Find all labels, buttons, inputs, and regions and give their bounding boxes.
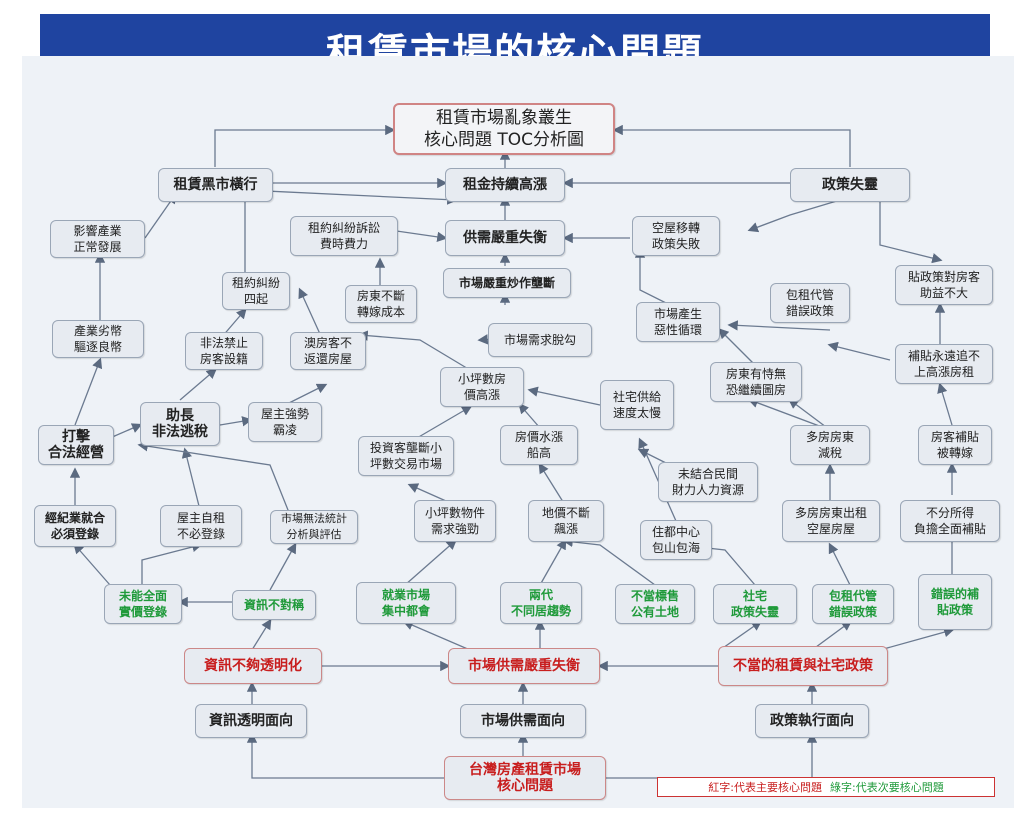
edge	[269, 542, 297, 591]
node-landlord-fear: 房東有恃無 恐繼續圖房	[710, 362, 802, 402]
node-policy-aspect: 政策執行面向	[755, 704, 869, 738]
edge	[539, 538, 567, 586]
edge	[179, 368, 217, 401]
node-investor: 投資客壟斷小 坪數交易市場	[358, 436, 454, 476]
node-land-rise: 地價不斷 飆漲	[528, 500, 604, 542]
edge	[527, 386, 601, 406]
node-grow: 助長 非法逃稅	[140, 402, 220, 446]
edge	[718, 328, 756, 366]
node-market-aspect: 市場供需面向	[460, 704, 586, 738]
node-supply-demand: 供需嚴重失衡	[445, 220, 565, 256]
edge	[109, 423, 143, 439]
node-dispute-rise: 租約糾紛 四起	[222, 272, 290, 310]
node-charter-err2: 包租代管 錯誤政策	[812, 584, 894, 624]
edge	[404, 539, 457, 586]
legend: 紅字:代表主要核心問題 綠字:代表次要核心問題	[657, 777, 995, 797]
node-tenant-bad: 澳房客不 返還房屋	[290, 332, 366, 370]
edge	[879, 627, 955, 651]
edge	[141, 541, 203, 585]
edge	[827, 341, 891, 361]
node-info-aspect: 資訊透明面向	[195, 704, 307, 738]
edge	[181, 447, 201, 511]
node-multi-rent: 多房房東出租 空屋房屋	[782, 500, 880, 542]
edge	[811, 620, 853, 651]
node-rent-rising: 租金持續高漲	[445, 168, 565, 202]
node-subsidy-landlord: 貼政策對房客 助益不大	[895, 265, 993, 305]
edge	[246, 732, 445, 779]
node-vacant-transfer: 空屋移轉 政策失敗	[632, 216, 720, 256]
node-black-market: 租賃黑市橫行	[158, 168, 273, 202]
node-owner-self: 屋主自租 不必登錄	[160, 505, 242, 547]
node-stats: 市場無法統計 分析與評估	[270, 510, 358, 544]
node-public-land: 不當標售 公有土地	[615, 584, 695, 624]
node-price-rise: 房價水漲 船高	[500, 425, 578, 465]
node-multi-tax: 多房房東 減稅	[790, 425, 870, 465]
edge	[879, 200, 943, 264]
node-small-house: 小坪數房 價高漲	[440, 367, 524, 407]
node-social-fail: 社宅 政策失靈	[713, 584, 797, 624]
edge	[747, 199, 841, 233]
edge	[828, 542, 851, 586]
edge	[74, 357, 103, 426]
edge	[357, 330, 471, 371]
legend-green: 綠字:代表次要核心問題	[830, 781, 944, 794]
edge	[518, 403, 541, 429]
edge	[219, 416, 253, 427]
edge	[719, 620, 763, 651]
node-illegal-register: 非法禁止 房客設籍	[185, 332, 263, 370]
node-no-income: 不分所得 負擔全面補貼	[900, 500, 1000, 542]
node-info-not-transparent: 資訊不夠透明化	[184, 648, 322, 684]
node-info-asym: 資訊不對稱	[232, 590, 316, 620]
edge	[937, 382, 953, 426]
edge	[612, 124, 851, 167]
edge	[73, 543, 111, 586]
edge	[214, 124, 396, 167]
toc-title-node: 租賃市場亂象叢生 核心問題 TOC分析圖	[393, 103, 615, 155]
edge	[402, 620, 471, 651]
node-demand-cut: 市場需求脫勾	[488, 323, 592, 357]
edge	[727, 320, 831, 331]
node-industry-bad: 產業劣幣 驅逐良幣	[52, 320, 144, 358]
node-employ: 就業市場 集中都會	[356, 582, 456, 624]
node-tenant-subsidy: 房客補貼 被轉嫁	[918, 425, 992, 465]
node-fight: 打擊 合法經營	[38, 425, 114, 465]
node-social-slow: 社宅供給 速度太慢	[600, 380, 674, 430]
node-landlord-cost: 房東不斷 轉嫁成本	[345, 285, 417, 323]
node-gov-not-combine: 未結合民間 財力人力資源	[658, 462, 758, 502]
edge	[634, 247, 681, 311]
node-broker-register: 經紀業就合 必須登錄	[34, 505, 116, 547]
node-two-gen: 兩代 不同居趨勢	[500, 582, 582, 624]
edge	[562, 536, 656, 586]
edge	[251, 618, 272, 651]
node-market-loop: 市場產生 惡性循環	[636, 302, 720, 342]
edge	[538, 462, 566, 506]
node-wrong-subsidy: 錯誤的補 貼政策	[918, 574, 992, 630]
node-speculation: 市場嚴重炒作壟斷	[443, 268, 571, 298]
node-charter-error: 包租代管 錯誤政策	[770, 283, 850, 323]
node-dispute-cost: 租約糾紛訴訟 費時費力	[290, 216, 398, 256]
legend-red: 紅字:代表主要核心問題	[708, 781, 822, 794]
edge	[605, 732, 818, 779]
node-market-imbalance: 市場供需嚴重失衡	[448, 648, 600, 684]
node-small-demand: 小坪數物件 需求強勁	[414, 500, 496, 542]
edge	[137, 441, 291, 516]
node-improper-policy: 不當的租賃與社宅政策	[718, 646, 888, 686]
node-no-register: 未能全面 實價登錄	[104, 584, 182, 624]
edge	[144, 192, 177, 239]
node-urban-center: 住都中心 包山包海	[640, 520, 712, 560]
node-subsidy-rent: 補貼永遠追不 上高漲房租	[895, 344, 993, 384]
node-base-core: 台灣房產租賃市場 核心問題	[444, 756, 606, 800]
node-policy-failure: 政策失靈	[790, 168, 910, 202]
edge	[284, 383, 328, 406]
node-landlord-strong: 屋主強勢 霸凌	[248, 402, 322, 442]
node-affect-industry: 影響產業 正常發展	[50, 220, 145, 258]
